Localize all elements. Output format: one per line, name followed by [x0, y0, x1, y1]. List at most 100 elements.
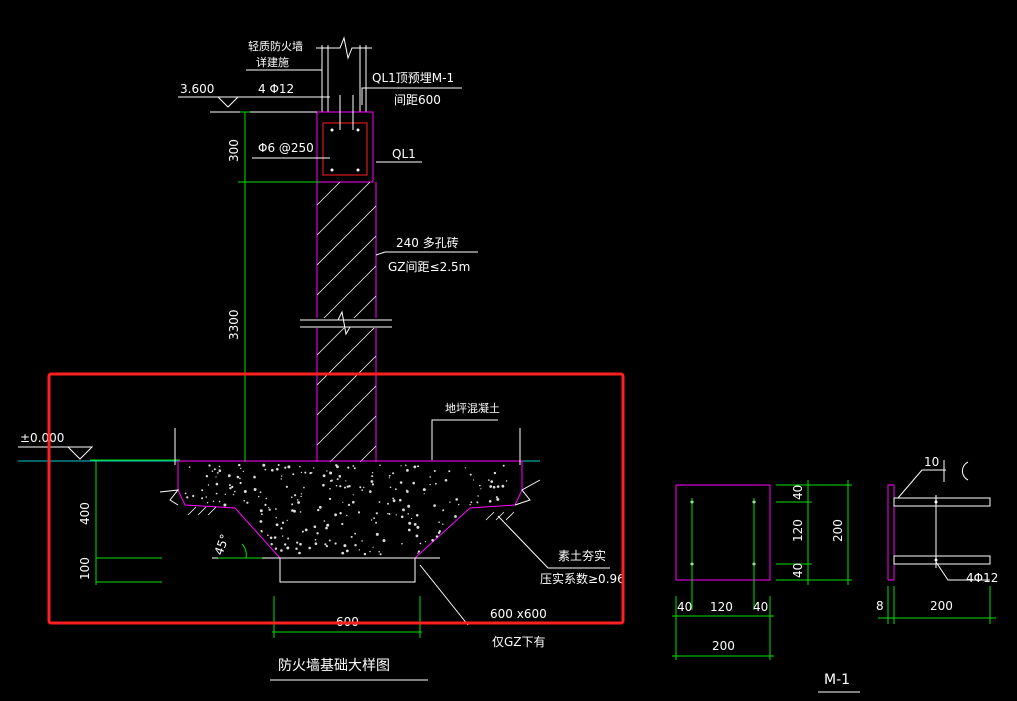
concrete-speck — [325, 545, 328, 548]
concrete-speck — [392, 499, 396, 503]
concrete-speck — [361, 540, 363, 542]
concrete-speck — [350, 535, 353, 538]
concrete-speck — [343, 544, 347, 548]
concrete-speck — [416, 525, 420, 529]
concrete-speck — [339, 512, 342, 515]
concrete-speck — [392, 497, 394, 500]
concrete-speck — [347, 466, 350, 469]
concrete-speck — [407, 504, 411, 508]
concrete-speck — [449, 501, 451, 503]
concrete-speck — [407, 528, 411, 532]
concrete-speck — [352, 494, 354, 496]
concrete-speck — [345, 549, 349, 553]
concrete-speck — [388, 513, 391, 515]
plate-m1-detail: 40 120 40 200 40 120 40 200 10 4Φ12 8 20… — [672, 455, 998, 693]
concrete-speck — [300, 471, 303, 474]
concrete-speck — [201, 489, 204, 492]
label-footing-size: 600 x600 — [490, 607, 547, 621]
concrete-speck — [300, 493, 303, 495]
concrete-speck — [329, 479, 332, 482]
concrete-speck — [413, 465, 417, 469]
concrete-speck — [300, 495, 302, 498]
concrete-speck — [352, 500, 355, 504]
concrete-speck — [284, 466, 287, 469]
concrete-speck — [370, 480, 374, 483]
concrete-speck — [371, 475, 374, 478]
concrete-speck — [472, 479, 475, 481]
concrete-speck — [444, 479, 448, 482]
concrete-speck — [336, 465, 339, 469]
concrete-speck — [378, 551, 380, 553]
concrete-speck — [215, 492, 218, 495]
concrete-speck — [369, 490, 372, 493]
concrete-speck — [388, 474, 391, 477]
concrete-speck — [372, 546, 374, 548]
concrete-speck — [325, 526, 328, 530]
concrete-speck — [277, 464, 280, 466]
concrete-speck — [415, 514, 419, 517]
concrete-speck — [342, 501, 344, 503]
concrete-speck — [347, 503, 351, 506]
concrete-speck — [287, 537, 290, 540]
concrete-speck — [206, 502, 209, 504]
concrete-speck — [477, 495, 479, 497]
concrete-speck — [328, 539, 331, 542]
concrete-speck — [184, 492, 187, 495]
concrete-speck — [419, 542, 422, 545]
plate-dim-40d: 40 — [791, 563, 805, 578]
concrete-speck — [448, 470, 451, 473]
concrete-speck — [274, 547, 278, 550]
concrete-speck — [415, 534, 419, 538]
concrete-speck — [336, 478, 339, 481]
concrete-speck — [375, 532, 379, 536]
label-embed-spacing: 间距600 — [394, 93, 441, 107]
concrete-speck — [211, 470, 214, 473]
concrete-speck — [186, 496, 189, 499]
concrete-speck — [313, 525, 317, 528]
concrete-speck — [438, 521, 440, 523]
concrete-speck — [505, 480, 508, 482]
concrete-speck — [464, 467, 466, 469]
label-wall-top-1: 轻质防火墙 — [248, 39, 303, 53]
concrete-speck — [215, 476, 217, 478]
concrete-speck — [454, 515, 457, 518]
concrete-speck — [269, 536, 273, 540]
concrete-speck — [369, 550, 371, 553]
concrete-speck — [205, 475, 209, 478]
concrete-speck — [192, 494, 195, 498]
concrete-speck — [201, 497, 204, 500]
concrete-speck — [262, 463, 266, 467]
concrete-speck — [297, 501, 300, 504]
concrete-speck — [400, 515, 404, 519]
concrete-speck — [218, 469, 222, 473]
concrete-speck — [207, 484, 210, 486]
concrete-speck — [329, 488, 331, 490]
concrete-speck — [282, 535, 284, 537]
concrete-speck — [323, 520, 326, 522]
concrete-speck — [299, 511, 302, 513]
concrete-speck — [501, 484, 505, 488]
concrete-speck — [399, 481, 403, 484]
concrete-speck — [281, 521, 285, 524]
concrete-speck — [433, 504, 436, 507]
concrete-speck — [215, 482, 219, 486]
concrete-speck — [292, 473, 295, 476]
concrete-speck — [346, 485, 349, 488]
concrete-hatch — [184, 463, 508, 556]
concrete-speck — [259, 520, 263, 523]
drawing-title: 防火墙基础大样图 — [278, 657, 390, 674]
concrete-speck — [188, 466, 191, 468]
concrete-speck — [375, 521, 378, 524]
plate-dim-40a: 40 — [677, 600, 692, 614]
concrete-speck — [218, 500, 221, 503]
concrete-speck — [243, 500, 245, 502]
vertical-dimensions: 300 3300 400 100 — [78, 111, 320, 585]
concrete-speck — [295, 547, 298, 550]
dim-100: 100 — [78, 557, 92, 580]
concrete-speck — [223, 503, 227, 507]
concrete-speck — [344, 486, 346, 489]
label-footing-note: 仅GZ下有 — [492, 635, 546, 649]
concrete-speck — [370, 519, 373, 521]
concrete-speck — [243, 490, 247, 493]
concrete-speck — [392, 472, 395, 475]
